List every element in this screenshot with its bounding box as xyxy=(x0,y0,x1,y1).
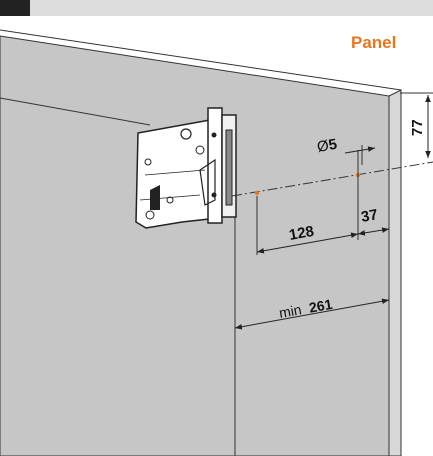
front-panel-face xyxy=(388,89,402,456)
dim-label-77: 77 xyxy=(409,119,426,136)
dim-line-37 xyxy=(357,227,390,236)
dim-line-diameter xyxy=(344,146,376,154)
inner-edge-line xyxy=(0,97,151,126)
dim-line-261 xyxy=(234,298,390,330)
top-strip-dark xyxy=(0,0,30,16)
top-edge-line xyxy=(0,29,402,91)
dim-label-128: 128 xyxy=(288,223,316,244)
dim-label-diameter: Ø5 xyxy=(316,136,339,156)
dim-label-261: min 261 xyxy=(278,296,334,321)
dim-label-261-prefix: min xyxy=(278,301,303,321)
hole-centerline xyxy=(231,161,433,197)
drill-hole-left xyxy=(254,190,260,196)
diameter-symbol: Ø xyxy=(316,137,331,156)
diameter-value: 5 xyxy=(327,136,338,154)
dim-line-128 xyxy=(256,232,359,254)
lift-mechanism-bracket-icon xyxy=(135,107,237,229)
dim-label-37: 37 xyxy=(360,206,379,226)
top-strip xyxy=(0,0,433,16)
panel-label: Panel xyxy=(351,33,396,52)
cabinet-side-panel xyxy=(0,35,390,456)
dim-label-261-value: 261 xyxy=(308,296,334,316)
